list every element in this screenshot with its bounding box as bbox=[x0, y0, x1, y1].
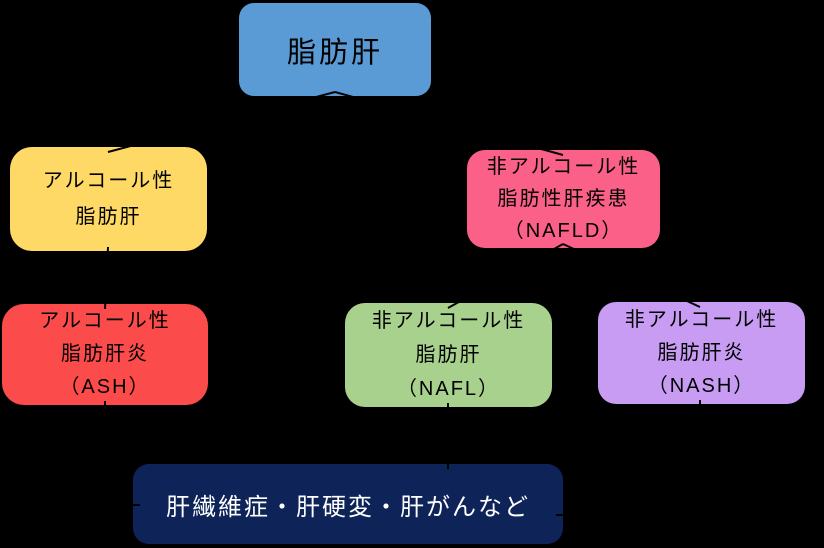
node-ash: アルコール性 脂肪肝炎 （ASH） bbox=[2, 304, 208, 405]
node-nafld: 非アルコール性 脂肪性肝疾患 （NAFLD） bbox=[467, 150, 660, 248]
connector-nafld-nafl bbox=[447, 243, 564, 309]
node-nafld-line2: 脂肪性肝疾患 bbox=[497, 188, 630, 210]
node-ash-line2: 脂肪肝炎 bbox=[61, 343, 149, 365]
node-nafld-line1: 非アルコール性 bbox=[486, 156, 641, 178]
node-outcome: 肝繊維症・肝硬変・肝がんなど bbox=[133, 464, 563, 544]
node-fatty-liver-label: 脂肪肝 bbox=[286, 36, 383, 69]
node-nash-line2: 脂肪肝炎 bbox=[657, 341, 746, 364]
node-nash-line3: （NASH） bbox=[647, 374, 756, 397]
node-alcoholic-fatty-liver-line2: 脂肪肝 bbox=[75, 206, 142, 228]
node-fatty-liver: 脂肪肝 bbox=[239, 3, 431, 96]
node-alcoholic-fatty-liver-line1: アルコール性 bbox=[42, 170, 175, 192]
connector-alcoholic-ash bbox=[104, 246, 109, 310]
connector-fattyliver-nafld bbox=[334, 91, 564, 156]
node-nash-line1: 非アルコール性 bbox=[624, 308, 779, 331]
node-outcome-label: 肝繊維症・肝硬変・肝がんなど bbox=[166, 493, 530, 521]
connector-nash-outcome bbox=[556, 400, 701, 516]
connector-nafld-nash bbox=[562, 243, 701, 308]
node-nafl: 非アルコール性 脂肪肝 （NAFL） bbox=[345, 303, 552, 407]
connector-fattyliver-alcoholic bbox=[107, 91, 336, 153]
node-nafl-line3: （NAFL） bbox=[396, 378, 501, 400]
node-ash-line3: （ASH） bbox=[59, 376, 151, 398]
node-nafl-line1: 非アルコール性 bbox=[371, 310, 526, 332]
node-nafl-line2: 脂肪肝 bbox=[415, 344, 482, 366]
node-ash-line1: アルコール性 bbox=[39, 310, 171, 332]
node-nash: 非アルコール性 脂肪肝炎 （NASH） bbox=[598, 302, 805, 404]
node-nafld-line3: （NAFLD） bbox=[503, 220, 624, 242]
node-alcoholic-fatty-liver: アルコール性 脂肪肝 bbox=[10, 147, 207, 251]
